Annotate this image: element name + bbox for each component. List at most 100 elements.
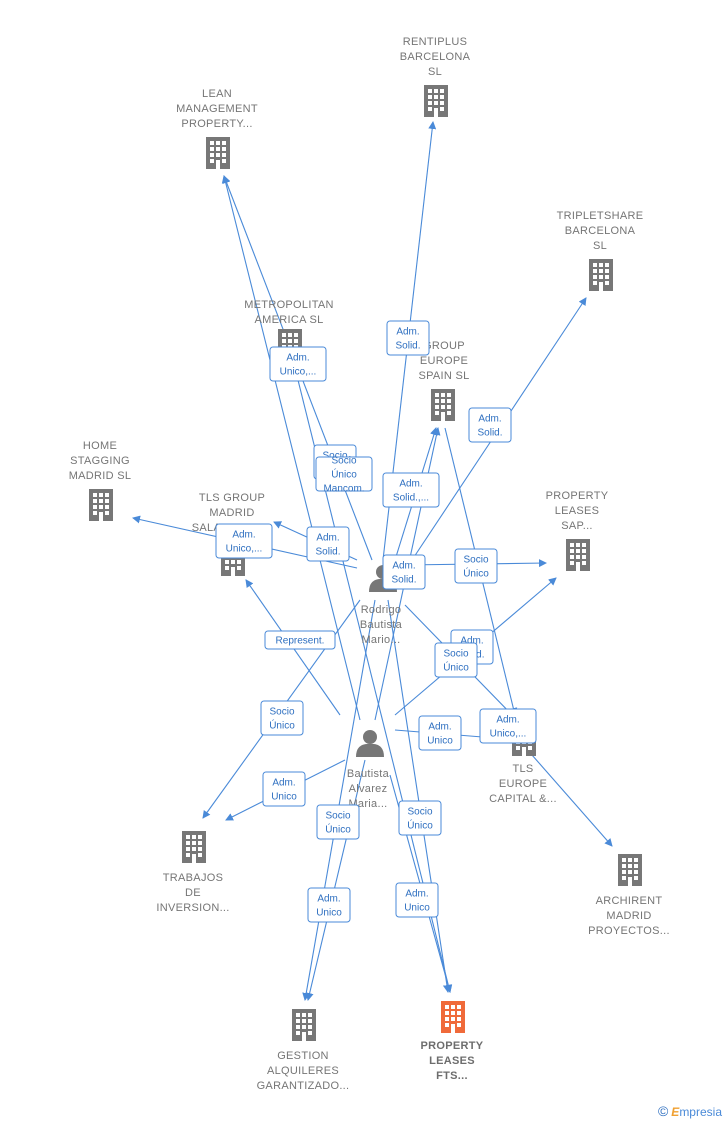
node-label-line: PROPERTY — [421, 1040, 484, 1052]
edge-label-text: Solid. — [315, 547, 340, 558]
edge-label-text: Adm. — [396, 327, 419, 338]
node-label-line: SL — [593, 240, 607, 252]
edge-label-text: Unico,... — [490, 729, 527, 740]
edge-label-text: Único — [269, 719, 295, 732]
edge-label[interactable]: Adm.Solid. — [382, 554, 426, 590]
edge-label-box — [264, 630, 336, 650]
node-label-line: GARANTIZADO... — [257, 1080, 350, 1092]
node-lean[interactable]: LEANMANAGEMENTPROPERTY... — [176, 88, 258, 169]
edge-label-box — [382, 472, 440, 508]
edge-label-text: Unico — [316, 908, 342, 919]
node-gestion[interactable]: GESTION ALQUILERES GARANTIZADO... — [257, 1009, 350, 1092]
node-label-line: SL — [428, 66, 442, 78]
edge-label-box — [395, 882, 439, 918]
edge-label-text: Mancom. — [323, 484, 364, 495]
copyright-icon: © — [657, 1103, 669, 1119]
node-label-line: Alvarez — [349, 783, 388, 795]
building-icon — [292, 1009, 316, 1041]
edge-label[interactable]: Adm. Solid. — [306, 526, 350, 562]
node-label-line: FTS... — [436, 1070, 468, 1082]
edge-label-text: Socio — [322, 451, 347, 462]
edge-label-box — [269, 346, 327, 382]
edge-label[interactable]: Adm.Unico,... — [215, 523, 273, 559]
edge-label-box — [454, 548, 498, 584]
node-label-line: MANAGEMENT — [176, 103, 258, 115]
edge-label[interactable]: Adm. Solid. — [386, 320, 430, 356]
edge-label-text: Adm. — [317, 894, 340, 905]
edge-label[interactable]: Adm.Solid. — [468, 407, 512, 443]
node-label-line: AMERICA SL — [254, 314, 323, 326]
edge-label-text: Solid. — [395, 341, 420, 352]
edge-label-text: Unico — [404, 903, 430, 914]
edge-label-text: Adm. — [478, 414, 501, 425]
node-label-line: LEASES — [555, 505, 600, 517]
node-propleasessap[interactable]: PROPERTYLEASESSAP... — [546, 490, 609, 571]
node-label-line: PROPERTY... — [181, 118, 252, 130]
edge-label[interactable]: Adm. Unico — [418, 715, 462, 751]
edge-label-text: Único — [331, 468, 357, 481]
edge-label[interactable]: Adm.Unico,... — [269, 346, 327, 382]
node-label-line: SPAIN SL — [418, 370, 469, 382]
node-label-line: MADRID SL — [69, 470, 132, 482]
building-icon — [431, 389, 455, 421]
edge-label-box — [215, 523, 273, 559]
edge-label[interactable]: Adm. Solid.,... — [382, 472, 440, 508]
node-label-line: STAGGING — [70, 455, 130, 467]
node-propleasesfts[interactable]: PROPERTYLEASESFTS... — [421, 1001, 484, 1082]
node-label-line: MADRID — [209, 507, 254, 519]
node-label-line: RENTIPLUS — [403, 36, 467, 48]
edge-label-text: Adm. — [316, 533, 339, 544]
node-label-line: ALQUILERES — [267, 1065, 339, 1077]
edge-label-text: Adm. — [399, 479, 422, 490]
edge-label-text: Único — [407, 819, 433, 832]
nodes-layer: RENTIPLUSBARCELONASLLEANMANAGEMENTPROPER… — [69, 36, 670, 1092]
node-trabajos[interactable]: TRABAJOSDEINVERSION... — [156, 831, 229, 914]
node-label-line: METROPOLITAN — [244, 299, 334, 311]
edge-label-text: Unico — [427, 736, 453, 747]
node-label-line: EUROPE — [420, 355, 468, 367]
edge-label-text: Unico,... — [280, 367, 317, 378]
node-homestagging[interactable]: HOME STAGGING MADRID SL — [69, 440, 132, 521]
edge-label-text: Único — [443, 661, 469, 674]
person-icon — [356, 730, 384, 757]
edge-label-box — [418, 715, 462, 751]
node-archirent[interactable]: ARCHIRENTMADRIDPROYECTOS... — [588, 854, 670, 937]
node-metropolitan[interactable]: METROPOLITAN AMERICA SL — [244, 299, 334, 361]
building-icon — [441, 1001, 465, 1033]
node-rodrigo[interactable]: RodrigoBautistaMario... — [360, 565, 403, 646]
edge-label-box — [306, 526, 350, 562]
edge-label-text: Adm. — [428, 722, 451, 733]
edge-label-text: Adm. — [232, 530, 255, 541]
node-rentiplus[interactable]: RENTIPLUS BARCELONA SL — [400, 36, 471, 117]
edge-label-text: Solid.,... — [393, 493, 429, 504]
node-label-line: GESTION — [277, 1050, 329, 1062]
edge-label-text: Unico — [271, 792, 297, 803]
edge-bautista-to-lean — [221, 175, 361, 721]
edge-label-box — [434, 642, 478, 678]
node-label-line: TLS — [512, 763, 533, 775]
edge-label[interactable]: Adm.Unico — [395, 882, 439, 918]
edge-label-box — [386, 320, 430, 356]
edge-label[interactable]: Represent. — [264, 630, 336, 650]
edge-label-text: Socio — [443, 649, 468, 660]
node-label-line: BARCELONA — [400, 51, 471, 63]
edge-label[interactable]: Adm.Unico,... — [479, 708, 537, 744]
node-label-line: MADRID — [606, 910, 651, 922]
node-bautista[interactable]: BautistaAlvarezMaria... — [347, 730, 390, 810]
empresia-brand[interactable]: ©Empresia — [658, 1103, 722, 1119]
edge-label[interactable]: Adm. Unico — [307, 887, 351, 923]
brand-initial: E — [671, 1105, 680, 1119]
node-label-line: Bautista — [347, 768, 390, 780]
edge-label[interactable]: Adm.Unico — [262, 771, 306, 807]
node-label-line: HOME — [83, 440, 117, 452]
